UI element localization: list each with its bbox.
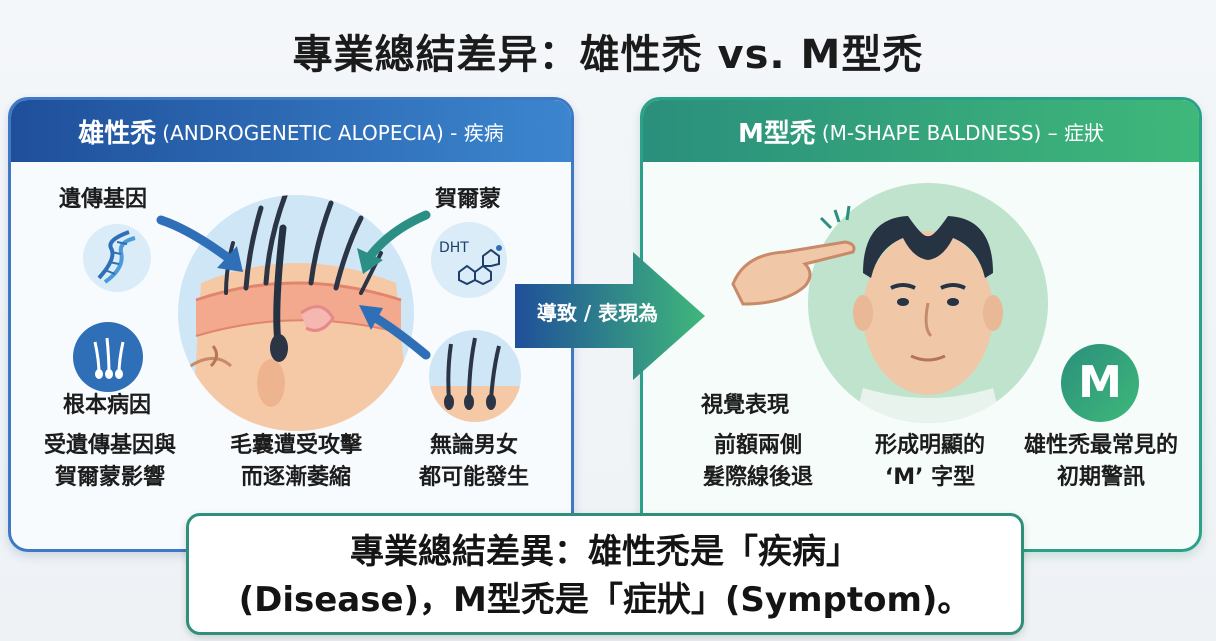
- caption-follicle-attack: 毛囊遭受攻擊 而逐漸萎縮: [221, 430, 371, 494]
- left-panel-header: 雄性禿 (ANDROGENETIC ALOPECIA) - 疾病: [11, 100, 571, 162]
- hair-root-icon: [73, 322, 143, 392]
- caption-any-gender: 無論男女 都可能發生: [409, 430, 539, 494]
- leads-to-arrow-icon: [515, 252, 705, 380]
- man-face-illustration-icon: [808, 183, 1048, 423]
- thinning-follicles-icon: [429, 330, 521, 422]
- caption-any-gender-line1: 無論男女: [429, 433, 518, 458]
- caption-early-warning: 雄性禿最常見的 初期警訊: [1011, 430, 1191, 494]
- summary-line1: 專業總結差異：雄性禿是「疾病」: [350, 532, 860, 572]
- panel-androgenetic-alopecia: 雄性禿 (ANDROGENETIC ALOPECIA) - 疾病: [8, 97, 574, 552]
- right-panel-title-zh: M型禿: [737, 118, 816, 149]
- leads-to-label: 導致 / 表現為: [536, 301, 659, 325]
- panel-m-shape-baldness: M型禿 (M-SHAPE BALDNESS) – 症狀 視覺表現 M 前額兩側: [640, 97, 1202, 552]
- label-genetic-genes: 遺傳基因: [59, 187, 148, 212]
- caption-hairline-recession-line1: 前額兩側: [713, 433, 802, 458]
- left-panel-title-en: (ANDROGENETIC ALOPECIA) - 疾病: [162, 120, 504, 145]
- incoming-arrows-icon: [156, 210, 431, 360]
- caption-early-warning-line1: 雄性禿最常見的: [1023, 433, 1178, 458]
- summary-box: 專業總結差異：雄性禿是「疾病」 (Disease)，M型禿是「症狀」(Sympt…: [186, 513, 1024, 635]
- label-visual-appearance: 視覺表現: [701, 393, 790, 418]
- summary-line2: (Disease)，M型禿是「症狀」(Symptom)。: [238, 580, 972, 620]
- m-badge-letter: M: [1078, 357, 1122, 408]
- hormone-icon-label: DHT: [439, 240, 469, 256]
- caption-follicle-attack-line1: 毛囊遭受攻擊: [229, 433, 362, 458]
- caption-hairline-recession: 前額兩側 髮際線後退: [683, 430, 833, 494]
- dna-icon: [83, 224, 151, 292]
- label-root-cause: 根本病因: [63, 393, 152, 418]
- caption-genes-hormone: 受遺傳基因與 賀爾蒙影響: [35, 430, 185, 494]
- caption-hairline-recession-line2: 髮際線後退: [702, 465, 813, 490]
- caption-m-shape: 形成明顯的 ‘M’ 字型: [855, 430, 1005, 494]
- caption-genes-hormone-line2: 賀爾蒙影響: [54, 465, 165, 490]
- right-panel-header: M型禿 (M-SHAPE BALDNESS) – 症狀: [643, 100, 1199, 162]
- caption-early-warning-line2: 初期警訊: [1056, 465, 1145, 490]
- right-panel-title-en: (M-SHAPE BALDNESS) – 症狀: [821, 120, 1105, 145]
- caption-follicle-attack-line2: 而逐漸萎縮: [240, 465, 351, 490]
- page-title: 專業總結差异：雄性禿 vs. M型禿: [292, 32, 924, 78]
- pointing-hand-icon: [731, 205, 856, 306]
- caption-m-shape-line2: ‘M’ 字型: [884, 465, 976, 490]
- label-hormone: 賀爾蒙: [435, 187, 502, 212]
- hair-follicle-illustration-icon: [178, 195, 414, 431]
- m-badge-icon: M: [1061, 344, 1139, 422]
- left-panel-title-zh: 雄性禿: [78, 118, 157, 149]
- caption-genes-hormone-line1: 受遺傳基因與: [43, 433, 176, 458]
- hormone-icon: DHT: [431, 222, 507, 298]
- caption-any-gender-line2: 都可能發生: [418, 465, 529, 490]
- caption-m-shape-line1: 形成明顯的: [874, 433, 985, 458]
